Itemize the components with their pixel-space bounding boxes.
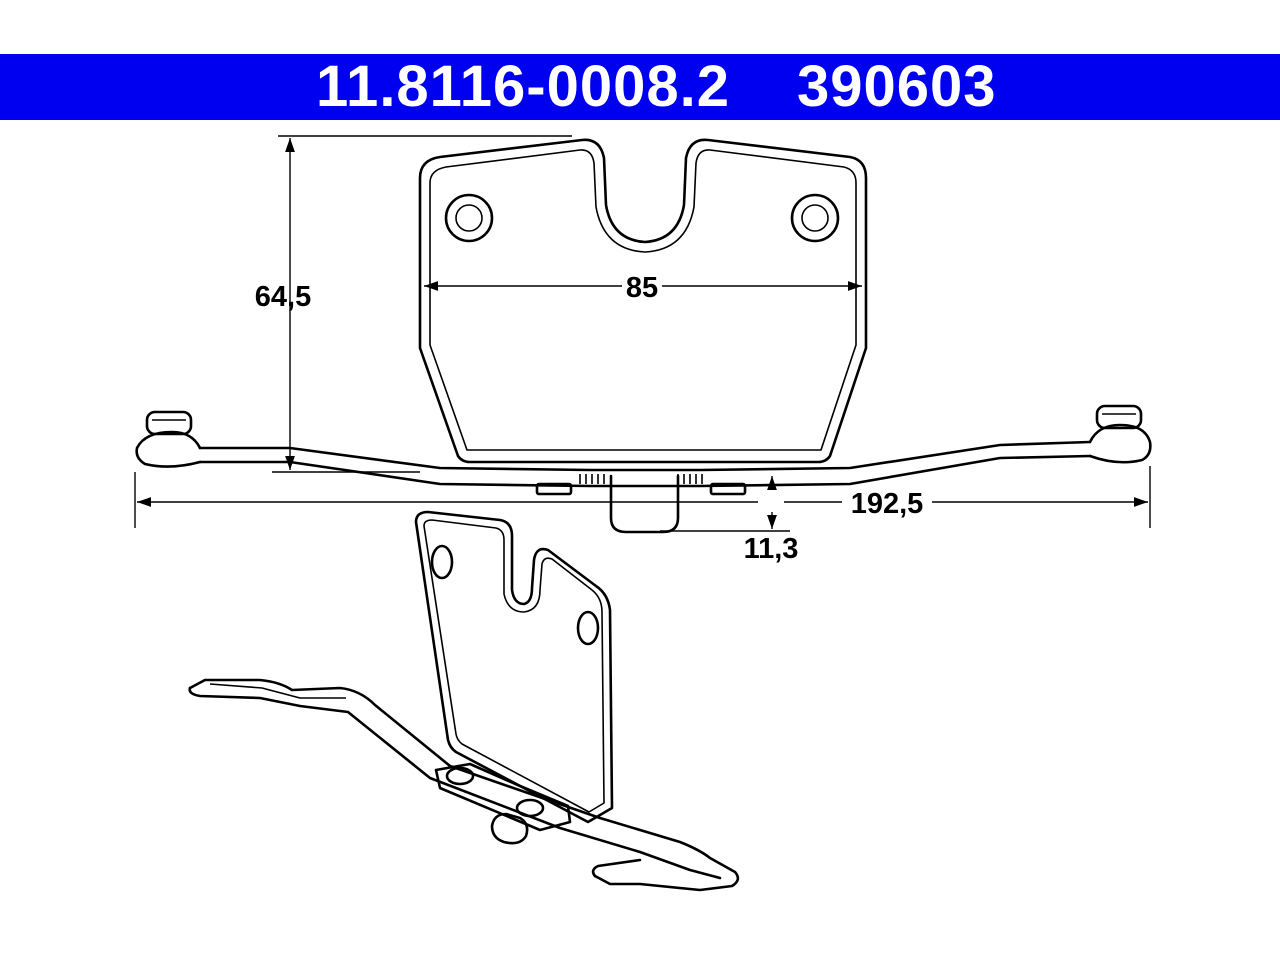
- isometric-view: [188, 510, 740, 892]
- left-clip-head: [145, 410, 193, 436]
- overall-width-label: 192,5: [851, 488, 924, 520]
- reference-number: 390603: [797, 54, 997, 119]
- article-number: 11.8116-0008.2: [316, 54, 730, 119]
- hole-left: [444, 193, 494, 243]
- dimension-offset: 11,3: [660, 476, 798, 565]
- dimension-overall-width: 192,5: [134, 466, 1151, 528]
- front-view: [135, 138, 1152, 534]
- inner-width-label: 85: [626, 272, 658, 304]
- offset-label: 11,3: [744, 533, 799, 565]
- dimension-height: 64,5: [255, 135, 572, 473]
- header-bar: [0, 54, 1280, 120]
- hole-right: [790, 193, 840, 243]
- right-clip-head: [1095, 404, 1143, 430]
- height-label: 64,5: [255, 281, 311, 313]
- dimension-inner-width: 85: [424, 272, 862, 304]
